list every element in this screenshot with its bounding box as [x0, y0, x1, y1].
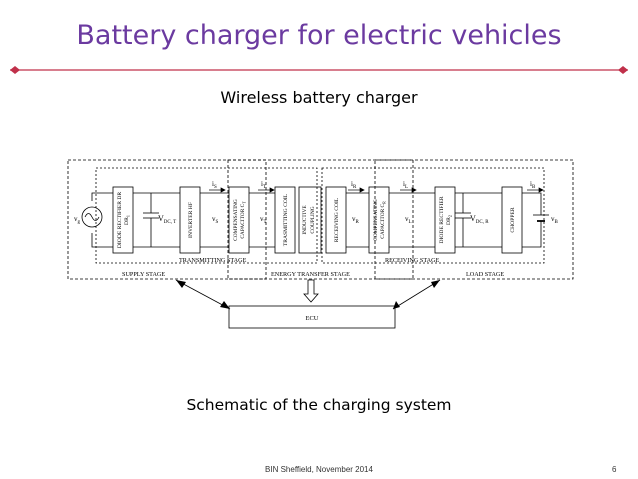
arrowhead-load-top [431, 280, 440, 288]
label-vr: vR [352, 215, 360, 225]
transmitting-stage-box [95, 167, 318, 264]
arrow-supply-ecu [175, 279, 231, 310]
load-stage-box [374, 159, 574, 280]
divider-diamond-right [618, 66, 628, 74]
current-arrowhead-ib [538, 187, 544, 193]
comp-cap-t-block [228, 186, 250, 254]
label-vb: vB [551, 215, 559, 225]
label-ir: iR [351, 180, 357, 190]
label-vg: vg [74, 215, 81, 225]
inverter-block [179, 186, 201, 254]
label-transmitting-stage: TRANSMITTING STAGE [179, 257, 247, 264]
ac-source-wave [84, 213, 100, 221]
label-vdct: VDC, T [158, 214, 176, 225]
label-energy-transfer-stage: ENERGY TRANSFER STAGE [271, 271, 350, 278]
ecu-block [228, 305, 396, 329]
label-ib: iB [530, 180, 536, 190]
arrowhead-supply-bottom [220, 301, 230, 309]
label-comp-cap-r: CAPACITOR CR [380, 201, 387, 239]
diagram-caption: Schematic of the charging system [186, 396, 452, 414]
inductive-coupling-block [298, 186, 322, 254]
label-ecu: ECU [306, 315, 319, 322]
transmitting-coil-block [274, 186, 296, 254]
supply-stage-box [67, 159, 267, 280]
arrowhead-load-bottom [393, 301, 400, 309]
energy-transfer-stage-box [227, 159, 414, 280]
label-it: iT [261, 180, 266, 190]
label-supply-stage: SUPPLY STAGE [122, 271, 165, 278]
label-vdcr: VDC, R [470, 214, 489, 225]
label-diode-rectifier-1-line2: DR1 [124, 215, 131, 225]
current-arrowhead-ir [359, 187, 365, 193]
wire-chop-batt-top [522, 192, 542, 215]
label-chopper: CHOPPER [510, 207, 516, 232]
arrowhead-supply-top [176, 280, 186, 288]
label-receiving-coil: RECEIVING COIL [334, 197, 340, 242]
diagram-subtitle: Wireless battery charger [220, 88, 418, 107]
wire-source-top [91, 192, 113, 201]
diode-rectifier-1-block [112, 186, 134, 254]
ac-source-icon [81, 206, 103, 228]
label-diode-rectifier-1: DIODE RECTIFIER DR [117, 192, 123, 249]
label-transmitting-coil: TRASMITTING COIL [283, 193, 289, 246]
receiving-stage-box [321, 167, 545, 264]
label-vl: vL [405, 215, 412, 225]
divider-diamond-left [10, 66, 20, 74]
page-number: 6 [612, 465, 617, 474]
label-load-stage: LOAD STAGE [466, 271, 504, 278]
title-divider [10, 66, 628, 74]
label-comp-cap-t-line1: COMPENSATING [233, 199, 239, 241]
slide-title: Battery charger for electric vehicles [76, 20, 562, 51]
label-is: iS [212, 180, 217, 190]
label-receiving-stage: RECEIVING STAGE [385, 257, 440, 264]
diode-rectifier-2-block [434, 186, 456, 254]
label-inductive-line1: INDUCTIVE [302, 205, 308, 235]
wire-chop-batt-bottom [522, 227, 542, 248]
arrow-load-ecu [392, 279, 441, 310]
label-vs: vS [212, 215, 219, 225]
label-diode-rectifier-2-line1: DIODE RECTIFIER [439, 196, 445, 243]
label-diode-rectifier-2: DR2 [446, 215, 453, 225]
label-comp-cap-t: CAPACITOR CT [240, 201, 247, 239]
label-comp-cap-r-line1: COMPENSATING [373, 199, 379, 241]
chopper-block [501, 186, 523, 254]
label-vt: vT [260, 215, 267, 225]
current-arrowhead-is [220, 187, 226, 193]
wire-source-bottom [91, 233, 113, 248]
arrow-energy-ecu [303, 279, 319, 303]
current-arrowhead-il [411, 187, 417, 193]
slide-footer: BIN Sheffield, November 2014 [265, 465, 373, 474]
label-inverter: INVERTER HF [188, 202, 194, 238]
label-il: iL [403, 180, 408, 190]
comp-cap-r-block [368, 186, 390, 254]
receiving-coil-block [325, 186, 347, 254]
current-arrowhead-it [269, 187, 275, 193]
label-coupling-line2: COUPLING [310, 206, 316, 233]
